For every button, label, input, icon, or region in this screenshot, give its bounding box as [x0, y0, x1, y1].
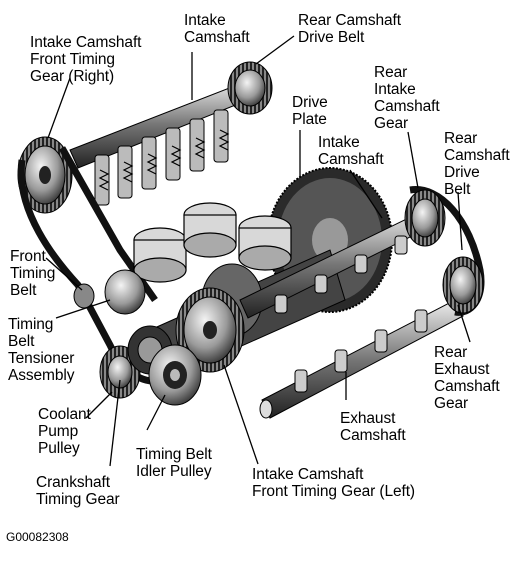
figure-code: G00082308 [6, 530, 69, 544]
front-gear-left-shape [175, 287, 245, 373]
exhaust-camshaft-shape [259, 299, 464, 419]
label-rear-camshaft-drive-belt-top: Rear Camshaft Drive Belt [298, 12, 401, 46]
label-intake-camshaft-front-timing-gear-left: Intake Camshaft Front Timing Gear (Left) [252, 466, 415, 500]
rear-gears-shape [404, 186, 485, 316]
label-timing-belt-tensioner-assembly: Timing Belt Tensioner Assembly [8, 316, 75, 384]
leader-lines [45, 35, 471, 467]
label-rear-exhaust-camshaft-gear: Rear Exhaust Camshaft Gear [434, 344, 500, 412]
label-drive-plate: Drive Plate [292, 94, 328, 128]
upper-camshaft-shape [69, 79, 259, 206]
label-rear-intake-camshaft-gear: Rear Intake Camshaft Gear [374, 64, 440, 132]
label-timing-belt-idler-pulley: Timing Belt Idler Pulley [136, 446, 212, 480]
upper-rear-gear-shape [227, 61, 273, 115]
front-gear-right-shape [17, 136, 73, 214]
mid-camshaft-shape [239, 209, 433, 319]
label-intake-camshaft-front-timing-gear-right: Intake Camshaft Front Timing Gear (Right… [30, 34, 142, 85]
pistons-shape [133, 202, 292, 283]
label-exhaust-camshaft: Exhaust Camshaft [340, 410, 406, 444]
tensioner-shape [73, 269, 146, 315]
label-rear-camshaft-drive-belt-right: Rear Camshaft Drive Belt [444, 130, 510, 198]
label-intake-camshaft-top: Intake Camshaft [184, 12, 250, 46]
label-front-timing-belt: Front Timing Belt [10, 248, 56, 299]
idler-pulley-shape [148, 344, 202, 406]
label-coolant-pump-pulley: Coolant Pump Pulley [38, 406, 91, 457]
label-intake-camshaft-mid: Intake Camshaft [318, 134, 384, 168]
label-crankshaft-timing-gear: Crankshaft Timing Gear [36, 474, 120, 508]
